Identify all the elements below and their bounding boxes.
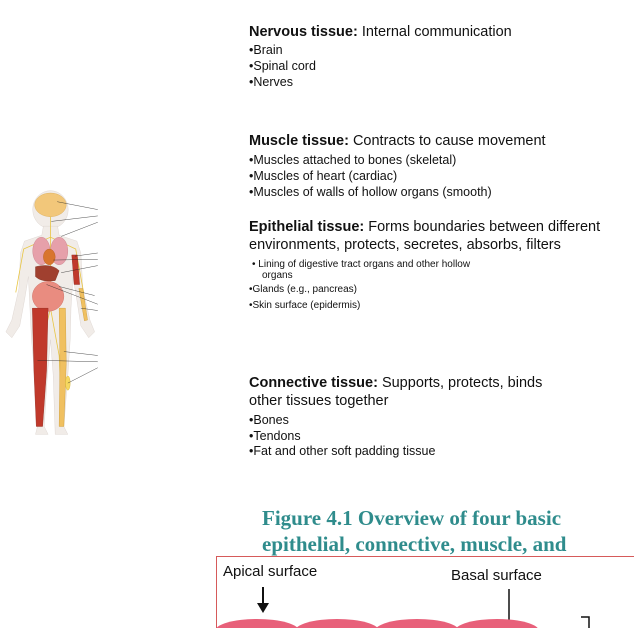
human-body-illustration: [0, 0, 250, 627]
leg-muscle: [32, 308, 48, 426]
nervous-heading: Nervous tissue: Internal communication: [249, 24, 512, 41]
muscle-item-smooth: •Muscles of walls of hollow organs (smoo…: [249, 185, 492, 200]
epithelial-desc-line2: environments, protects, secretes, absorb…: [249, 237, 561, 254]
muscle-item-cardiac: •Muscles of heart (cardiac): [249, 169, 397, 184]
nervous-item-spinal-cord: •Spinal cord: [249, 59, 316, 74]
bracket-mark: [581, 617, 589, 628]
epithelial-item-glands: •Glands (e.g., pancreas): [249, 284, 357, 295]
epithelium-cells: [217, 557, 634, 628]
connective-item-fat: •Fat and other soft padding tissue: [249, 444, 435, 459]
muscle-heading: Muscle tissue: Contracts to cause moveme…: [249, 133, 546, 150]
figure-caption-line2: epithelial, connective, muscle, and: [262, 532, 566, 557]
liver-shape: [35, 265, 59, 281]
brain-shape: [35, 193, 67, 217]
connective-desc-line2: other tissues together: [249, 393, 388, 410]
epithelial-item-lining-cont: organs: [262, 270, 293, 281]
heart-shape: [43, 249, 55, 265]
muscle-item-skeletal: •Muscles attached to bones (skeletal): [249, 153, 456, 168]
connective-item-tendons: •Tendons: [249, 429, 301, 444]
nervous-item-nerves: •Nerves: [249, 75, 293, 90]
nervous-item-brain: •Brain: [249, 43, 283, 58]
intestines-shape: [32, 281, 64, 311]
connective-heading: Connective tissue: Supports, protects, b…: [249, 375, 542, 392]
apical-arrow-head: [257, 603, 269, 613]
connective-item-bones: •Bones: [249, 413, 289, 428]
epithelial-item-lining: • Lining of digestive tract organs and o…: [252, 259, 470, 270]
epithelial-item-skin: •Skin surface (epidermis): [249, 300, 360, 311]
figure-caption-line1: Figure 4.1 Overview of four basic: [262, 506, 561, 531]
epithelium-inset: Apical surface Basal surface: [216, 556, 634, 628]
epithelial-heading: Epithelial tissue: Forms boundaries betw…: [249, 219, 600, 236]
